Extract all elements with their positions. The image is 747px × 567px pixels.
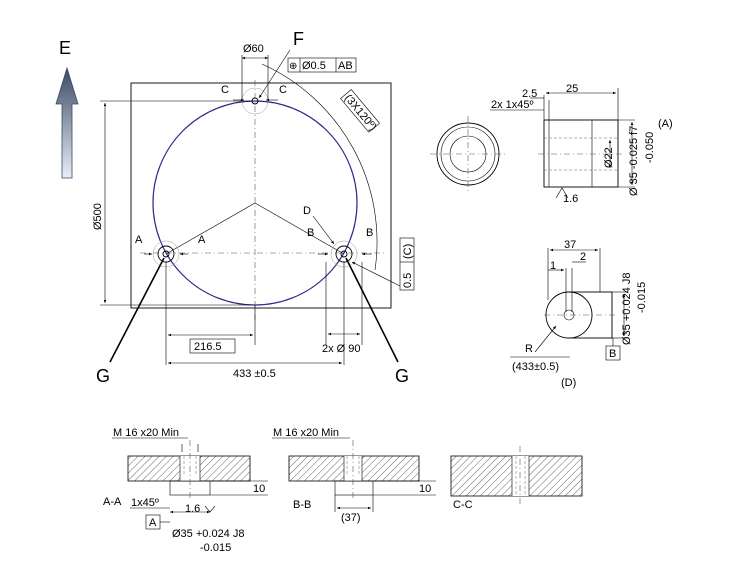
bb-10: 10 — [419, 483, 431, 495]
dim-1: 1 — [550, 260, 556, 272]
dim-dia35-f7: Ø 35 -0.025 f7 — [628, 126, 640, 196]
left-hole-inner — [162, 250, 170, 258]
dim-dia35-f7-lo: -0.050 — [644, 132, 656, 163]
label-a-right: A — [198, 234, 206, 246]
label-g-left: G — [96, 366, 110, 386]
part-d-name: (D) — [561, 377, 576, 389]
part-d-view: 37 1 2 Ø35 +0.024 J8 -0.015 R (433±0.5) … — [510, 239, 648, 389]
label-c-right: C — [279, 84, 287, 96]
dim-433: 433 ±0.5 — [233, 368, 276, 380]
aa-dia35: Ø35 +0.024 J8 — [172, 528, 244, 540]
part-a-view: 25 2.5 2x 1x45º Ø22 Ø 35 -0.025 f7 -0.05… — [430, 83, 673, 205]
dim-chamfer: 2x 1x45º — [491, 99, 534, 111]
dim-dia60: Ø60 — [243, 43, 264, 55]
part-a-side — [543, 119, 619, 188]
svg-text:0.5: 0.5 — [402, 273, 414, 288]
bb-thread: M 16 x20 Min — [273, 427, 339, 439]
label-f: F — [293, 29, 304, 49]
dim-dia22: Ø22 — [603, 147, 615, 168]
g-leader-right — [345, 257, 399, 363]
angle-label: (3X120º) — [342, 92, 379, 133]
aa-rough: 1.6 — [185, 503, 200, 515]
dim-dia35-j8: Ø35 +0.024 J8 — [621, 273, 633, 345]
flatness-frame: 0.5 (C) — [351, 237, 415, 291]
bb-37: (37) — [341, 512, 361, 524]
label-r: R — [525, 343, 533, 355]
label-b-right: B — [366, 227, 373, 239]
aa-datum-a: A — [149, 517, 157, 529]
main-plate-view: C C A A B B D G G F Ø60 ⊕ — [92, 29, 415, 386]
label-c-left: C — [221, 84, 229, 96]
cc-name: C-C — [453, 499, 473, 511]
label-a-left: A — [135, 234, 143, 246]
right-hole-inner — [340, 250, 348, 258]
aa-thread: M 16 x20 Min — [113, 427, 179, 439]
east-direction-arrow: E — [55, 38, 79, 179]
dim-216-5: 216.5 — [194, 341, 222, 353]
dim-dia35-j8-lo: -0.015 — [636, 282, 648, 313]
section-c-c: C-C — [450, 446, 583, 511]
dim-433-paren: (433±0.5) — [512, 361, 559, 373]
svg-text:⊕: ⊕ — [289, 61, 297, 72]
label-b-left: B — [307, 227, 314, 239]
aa-10: 10 — [253, 483, 265, 495]
top-hole — [251, 97, 259, 105]
svg-text:Ø0.5: Ø0.5 — [302, 60, 326, 72]
position-tolerance-frame: ⊕ Ø0.5 AB — [287, 57, 357, 73]
section-b-b: M 16 x20 Min 10 B-B (37) — [272, 427, 436, 524]
datum-b: B — [609, 348, 616, 360]
center-line-left — [165, 202, 256, 255]
g-leader-left — [109, 257, 165, 363]
aa-name: A-A — [103, 496, 122, 508]
label-g-right: G — [395, 366, 409, 386]
svg-text:AB: AB — [338, 60, 353, 72]
svg-text:(C): (C) — [402, 244, 414, 259]
label-d: D — [303, 205, 311, 217]
aa-dia35-lo: -0.015 — [200, 542, 231, 554]
dim-2-5: 2.5 — [522, 88, 537, 100]
angle-arc — [261, 63, 378, 271]
dim-2: 2 — [580, 251, 586, 263]
roughness-1-6: 1.6 — [563, 193, 578, 205]
dim-25: 25 — [566, 83, 578, 95]
label-e: E — [59, 38, 71, 58]
part-a-front-inner — [449, 135, 487, 173]
dim-dia90: 2x Ø 90 — [322, 343, 361, 355]
part-a-name: (A) — [658, 118, 673, 130]
dim-dia500: Ø500 — [92, 203, 104, 230]
section-a-a: M 16 x20 Min 10 A-A 1x45º 1.6 A Ø35 +0.0… — [103, 427, 268, 554]
bb-name: B-B — [293, 499, 311, 511]
plate-outline — [130, 82, 392, 309]
dim-37: 37 — [564, 239, 576, 251]
aa-chamfer: 1x45º — [131, 497, 159, 509]
arrow-icon — [55, 66, 79, 179]
center-line-right — [254, 202, 345, 255]
